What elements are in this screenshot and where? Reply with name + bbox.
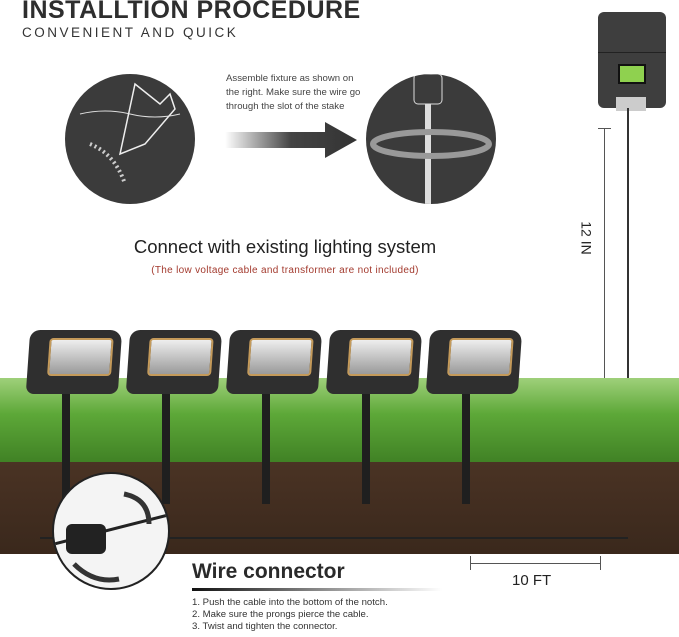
title-underline xyxy=(192,588,442,591)
connect-heading: Connect with existing lighting system xyxy=(133,236,437,257)
stake xyxy=(162,394,170,504)
stake xyxy=(62,394,70,504)
wire-connector-icon xyxy=(52,472,170,590)
spotlight-icon xyxy=(125,330,223,394)
stake xyxy=(362,394,370,504)
step-instruction: Assemble fixture as shown on the right. … xyxy=(226,73,361,112)
list-item: 1. Push the cable into the bottom of the… xyxy=(192,597,388,608)
low-voltage-cable xyxy=(40,537,628,539)
not-included-note: (The low voltage cable and transformer a… xyxy=(151,265,419,276)
rotate-fixture-icon xyxy=(366,74,496,204)
dimension-tick xyxy=(470,556,471,570)
spotlight-icon xyxy=(25,330,123,394)
width-label: 10 FT xyxy=(512,572,552,589)
page-title: INSTALLTION PROCEDURE xyxy=(22,0,361,24)
page-subtitle: CONVENIENT AND QUICK xyxy=(22,25,239,40)
wire-connector-title: Wire connector xyxy=(192,560,345,583)
width-dimension-line xyxy=(470,563,600,564)
list-item: 2. Make sure the prongs pierce the cable… xyxy=(192,609,369,620)
transformer-icon xyxy=(598,12,666,111)
spotlight-icon xyxy=(325,330,423,394)
height-label: 12 IN xyxy=(578,221,595,255)
stake xyxy=(262,394,270,504)
transformer-cable xyxy=(627,108,629,538)
dimension-tick xyxy=(598,128,611,129)
arrow-right-icon xyxy=(225,122,357,158)
list-item: 3. Twist and tighten the connector. xyxy=(192,621,338,632)
dimension-tick xyxy=(600,556,601,570)
height-dimension-line xyxy=(604,128,605,494)
wire-connector-steps: 1. Push the cable into the bottom of the… xyxy=(192,597,388,633)
hand-digging-icon xyxy=(65,74,195,204)
stake xyxy=(462,394,470,504)
spotlight-icon xyxy=(225,330,323,394)
spotlight-icon xyxy=(425,330,523,394)
